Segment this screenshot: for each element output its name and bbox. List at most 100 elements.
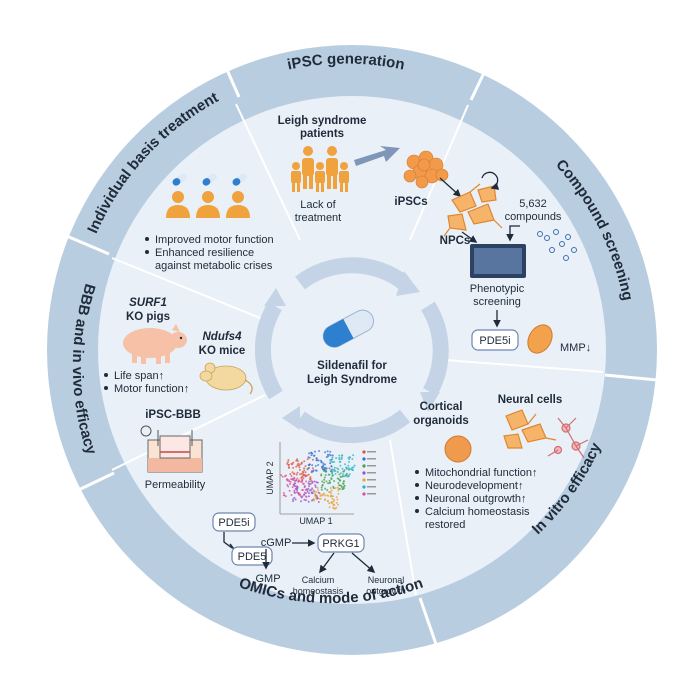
umap-point [329, 450, 332, 453]
umap-point [303, 460, 306, 463]
umap-point [311, 481, 314, 484]
umap-point [303, 498, 306, 501]
patients-with-pills-icon [166, 173, 250, 218]
prkg1-badge [317, 533, 365, 553]
umap-point [310, 480, 313, 482]
umap-point [314, 465, 317, 467]
umap-point [293, 476, 296, 479]
cycle-arrow-top [295, 257, 409, 290]
umap-point [323, 478, 326, 481]
umap-point [341, 454, 344, 457]
umap-point [303, 493, 306, 496]
npc-cells-icon [443, 183, 503, 237]
umap-point [338, 454, 341, 457]
umap-point [328, 453, 331, 456]
umap-point [331, 461, 334, 464]
umap-point [292, 466, 295, 469]
umap-point [341, 475, 344, 478]
divider-3 [418, 597, 440, 651]
umap-point [322, 464, 325, 467]
umap-point [308, 495, 310, 498]
inhibition-line [223, 532, 233, 549]
umap-point [299, 480, 302, 483]
umap-point [337, 489, 340, 492]
pig-icon [123, 324, 187, 364]
umap-point [325, 480, 328, 483]
umap-point [328, 502, 331, 505]
umap-point [342, 470, 344, 473]
umap-point [293, 472, 296, 475]
ipsc-to-npc-arrow [439, 177, 462, 198]
umap-point [305, 499, 307, 502]
umap-point [292, 498, 294, 501]
umap-point [306, 468, 309, 471]
umap-point [316, 459, 319, 462]
umap-point [304, 488, 307, 491]
mouse-tail [244, 379, 253, 395]
umap-point [339, 479, 342, 482]
umap-point [337, 481, 340, 484]
umap-point [292, 500, 295, 503]
umap-point [327, 455, 330, 458]
individual-bullet-2-cont: against metabolic crises [155, 260, 273, 272]
umap-point [311, 458, 314, 461]
umap-point [284, 475, 286, 478]
umap-point [324, 463, 326, 466]
arrowhead-right [420, 392, 440, 412]
umap-point [317, 491, 320, 494]
umap-point [310, 471, 313, 474]
umap-point [332, 504, 335, 507]
cortical-label-line1: Cortical [420, 401, 463, 413]
umap-point [324, 498, 327, 501]
arrowhead-bottom [282, 406, 300, 430]
umap-point [320, 488, 323, 491]
umap-point [325, 468, 328, 471]
umap-point [303, 486, 306, 489]
umap-point [312, 498, 315, 501]
umap-point [331, 458, 334, 461]
divider-5 [61, 232, 110, 256]
umap-point [351, 466, 354, 469]
well-plate-icon [470, 244, 526, 278]
umap-point [312, 454, 315, 457]
umap-point [281, 475, 284, 478]
inner-line-1 [235, 103, 301, 241]
umap-point [331, 468, 334, 471]
umap-point [296, 471, 299, 474]
umap-point [335, 506, 338, 509]
umap-point [330, 465, 333, 468]
npcs-label: NPCs [440, 235, 471, 247]
umap-point [299, 473, 302, 476]
umap-point [292, 483, 295, 486]
umap-point [291, 463, 294, 466]
umap-point [331, 502, 334, 505]
umap-point [296, 477, 299, 480]
umap-point [311, 467, 314, 470]
lack-label-line1: Lack of [300, 199, 336, 211]
inner-line-4 [389, 439, 417, 596]
cortical-label-line2: organoids [413, 415, 469, 427]
umap-point [308, 485, 310, 488]
umap-legend [362, 450, 376, 496]
umap-point [341, 467, 344, 470]
umap-point [297, 462, 300, 465]
umap-point [333, 468, 336, 471]
umap-point [306, 474, 308, 477]
umap-point [330, 501, 333, 503]
umap-point [303, 469, 306, 472]
pde5-badge [231, 546, 273, 566]
umap-point [307, 500, 310, 503]
umap-point [326, 489, 329, 492]
umap-point [315, 490, 318, 493]
calcium-line2: homeostasis [293, 586, 344, 596]
invitro-bullet-2: Neurodevelopment↑ [425, 480, 523, 492]
invitro-bullets: Mitochondrial function↑ Neurodevelopment… [415, 467, 538, 531]
prkg1-to-neuronal-arrow [351, 552, 376, 574]
umap-point [327, 494, 330, 497]
umap-point [308, 452, 311, 455]
umap-point [334, 487, 337, 489]
cycle-arrows [254, 257, 449, 444]
npc-to-plate-arrow [461, 231, 478, 243]
